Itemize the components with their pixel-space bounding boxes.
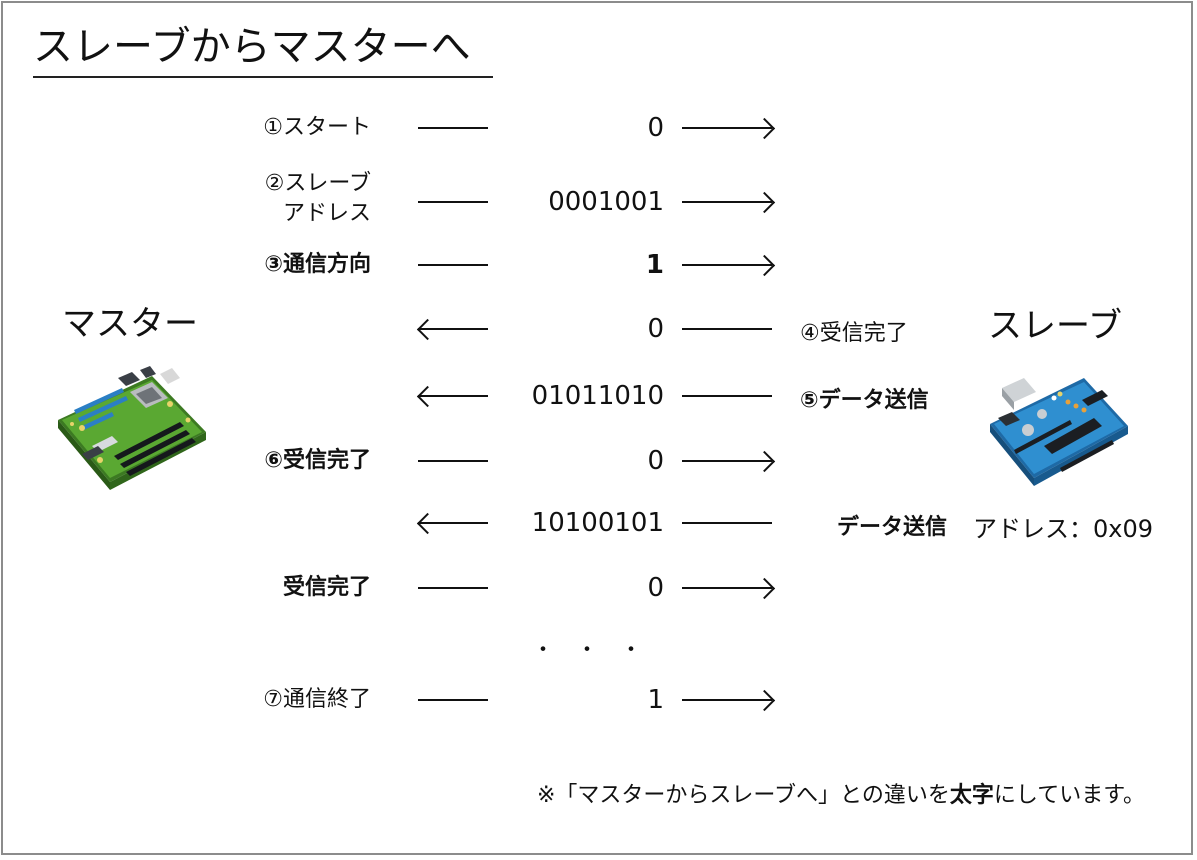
arrow-right-icon [753,191,776,214]
bit-value: 10100101 [531,508,664,538]
step-label: ⑥受信完了 [264,450,371,472]
line-segment-left [418,201,488,203]
arrow-right-icon [753,117,776,140]
signal-row: ③通信方向 1 [0,240,1197,290]
signal-row: 受信完了 0 [0,563,1197,613]
line-segment-right [682,460,772,462]
line-segment-left [418,127,488,129]
step-label: 受信完了 [283,577,371,599]
bit-value: 0 [647,446,664,476]
signal-row: ②スレーブアドレス 0001001 [0,171,1197,227]
arrow-left-icon [416,512,439,535]
footnote-text-end: にしています。 [993,783,1145,808]
response-label: データ送信 [836,515,947,540]
line-segment-right [682,587,772,589]
line-segment-left [418,587,488,589]
step-label-text: ⑦通信終了 [263,687,371,712]
line-segment-right [682,127,772,129]
step-label: ①スタート [263,117,371,139]
master-label: マスター [62,304,198,344]
signal-row: 10100101 データ送信 [0,498,1197,548]
line-segment-right [682,522,772,524]
arduino-board-icon [990,378,1128,486]
line-segment-right [682,264,772,266]
signal-row: ⑥受信完了 0 [0,436,1197,486]
bit-value: 1 [647,685,664,715]
bit-value: 01011010 [531,381,664,411]
line-segment-left [418,395,488,397]
step-label-line: アドレス [282,201,371,226]
footnote: ※「マスターからスレーブへ」との違いを太字にしています。 [537,777,1145,809]
footnote-bold-text: 太字 [949,783,994,808]
signal-row: 0 ④受信完了 [0,304,1197,354]
step-label-line: ②スレーブ [264,171,371,196]
step-label: ②スレーブアドレス [265,169,371,229]
signal-row: 01011010 ⑤データ送信 [0,371,1197,421]
response-label: ⑤データ送信 [800,388,929,413]
line-segment-left [418,264,488,266]
bit-value: 1 [645,250,664,280]
bit-value: 0001001 [548,187,664,217]
line-segment-left [418,460,488,462]
arrow-right-icon [753,254,776,277]
page-title: スレーブからマスターへ [33,24,471,70]
response-label: ④受信完了 [800,321,908,346]
arrow-right-icon [753,450,776,473]
line-segment-right [682,699,772,701]
signal-row: ⑦通信終了 1 [0,675,1197,725]
slave-address: アドレス：0x09 [973,515,1154,543]
step-label-text: ⑥受信完了 [264,448,371,473]
line-segment-right [682,395,772,397]
step-label-text: ③通信方向 [264,252,371,277]
slave-label: スレーブ [988,306,1122,346]
bit-value: 0 [647,314,664,344]
arrow-left-icon [416,385,439,408]
line-segment-right [682,201,772,203]
ellipsis: ・・・ [532,638,665,663]
line-segment-left [418,699,488,701]
step-label-text: 受信完了 [282,575,371,600]
arrow-right-icon [753,689,776,712]
footnote-text: ※「マスターからスレーブへ」との違いを [536,783,950,808]
step-label-text: ①スタート [263,115,371,140]
step-label: ⑦通信終了 [263,689,371,711]
line-segment-right [682,328,772,330]
step-label: ③通信方向 [264,254,371,276]
motherboard-icon [58,366,206,490]
bit-value: 0 [647,113,664,143]
bit-value: 0 [647,573,664,603]
line-segment-left [418,522,488,524]
arrow-left-icon [416,318,439,341]
arrow-right-icon [753,577,776,600]
title-underline [33,76,493,78]
line-segment-left [418,328,488,330]
signal-row: ①スタート 0 [0,103,1197,153]
